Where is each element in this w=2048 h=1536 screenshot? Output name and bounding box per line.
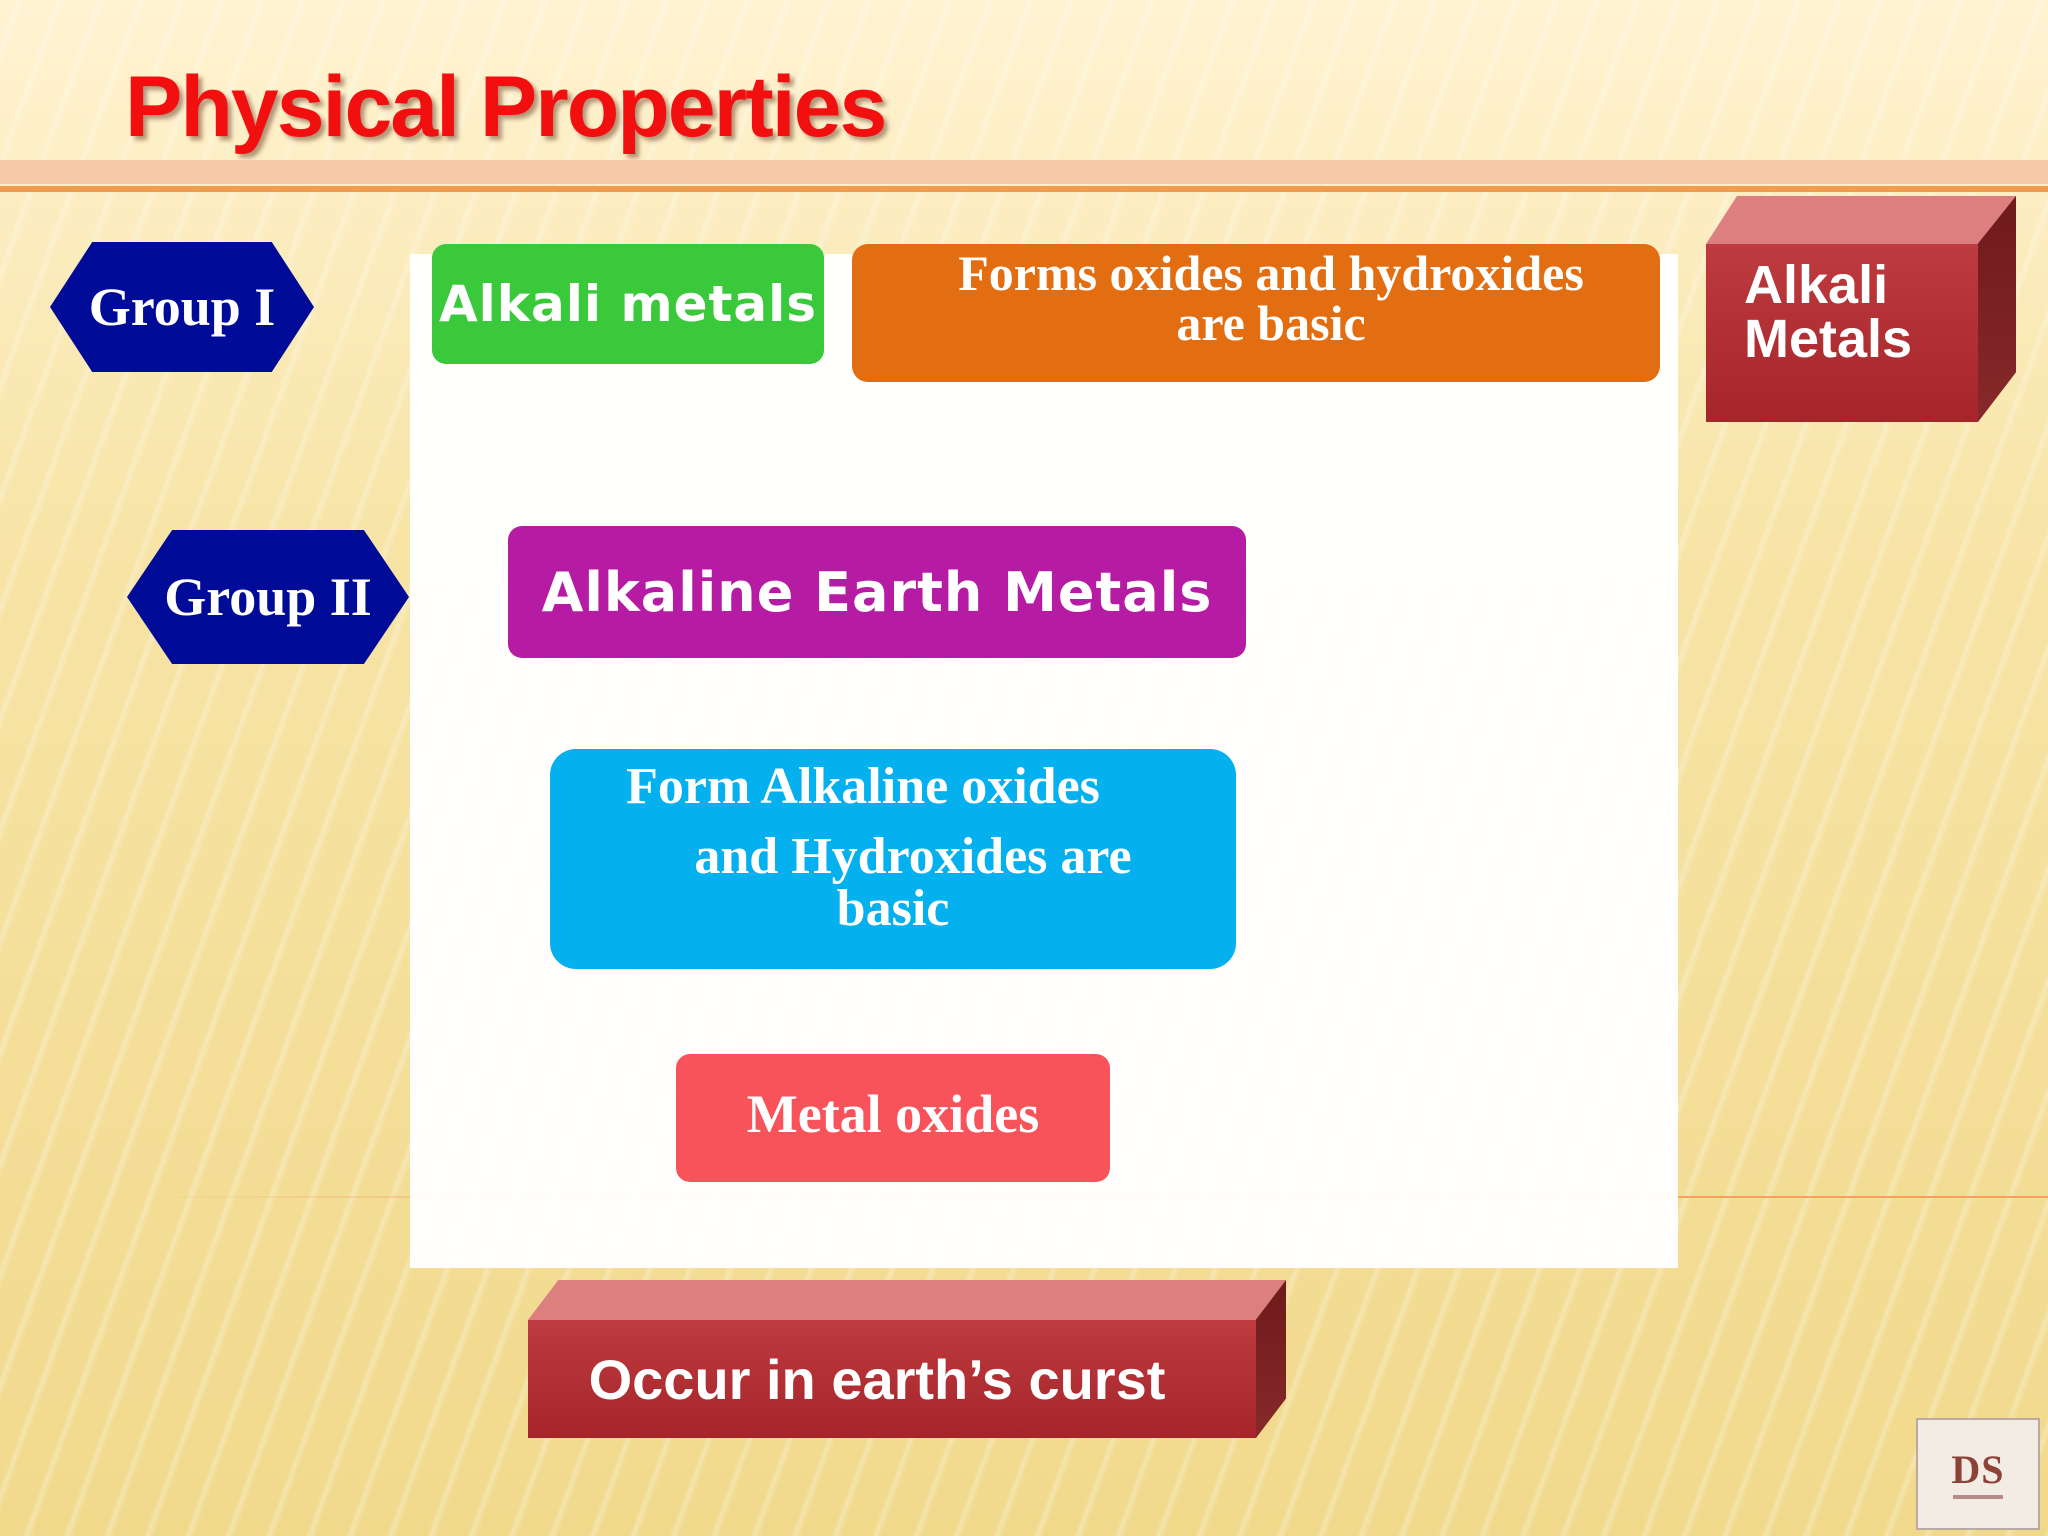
occur-3d-callout: Occur in earth’s curst [528, 1280, 1286, 1440]
ds-logo: DS [1916, 1418, 2040, 1530]
alkali-callout-top-face [1706, 196, 2016, 244]
ds-logo-text: DS [1951, 1447, 2005, 1492]
slide-title: Physical Properties [125, 59, 887, 155]
form-alkaline-line-2: and Hydroxides are [694, 828, 1132, 885]
group-2-hexagon: Group II [127, 530, 409, 664]
forms-oxides-line-1: Forms oxides and hydroxides [958, 245, 1584, 301]
title-underline-wide [0, 160, 2048, 184]
metal-oxides-box: Metal oxides [676, 1054, 1110, 1182]
alkali-callout-line-1: Alkali [1744, 255, 1889, 315]
form-alkaline-oxides-box: Form Alkaline oxides and Hydroxides are … [550, 749, 1236, 969]
forms-oxides-box: Forms oxides and hydroxides are basic [852, 244, 1660, 382]
alkali-callout-front-face: Alkali Metals [1706, 244, 1978, 422]
ds-logo-tagline-mark [1953, 1495, 2003, 1499]
alkali-callout-line-2: Metals [1744, 309, 1913, 369]
occur-callout-top-face [528, 1280, 1286, 1320]
form-alkaline-line-1: Form Alkaline oxides [626, 758, 1100, 815]
alkali-metals-box: Alkali metals [432, 244, 824, 364]
title-underline-thin [0, 186, 2048, 192]
form-alkaline-line-3: basic [836, 880, 950, 937]
alkaline-earth-metals-label: Alkaline Earth Metals [541, 560, 1213, 624]
alkali-metals-3d-callout: Alkali Metals [1706, 196, 2016, 426]
occur-callout-label: Occur in earth’s curst [588, 1347, 1166, 1411]
alkali-metals-label: Alkali metals [438, 275, 818, 333]
occur-callout-front-face: Occur in earth’s curst [528, 1320, 1256, 1438]
forms-oxides-line-2: are basic [1176, 295, 1366, 351]
alkaline-earth-metals-box: Alkaline Earth Metals [508, 526, 1246, 658]
group-2-label: Group II [164, 567, 372, 627]
group-1-hexagon: Group I [50, 242, 314, 372]
group-1-label: Group I [88, 277, 276, 337]
metal-oxides-label: Metal oxides [746, 1084, 1040, 1144]
